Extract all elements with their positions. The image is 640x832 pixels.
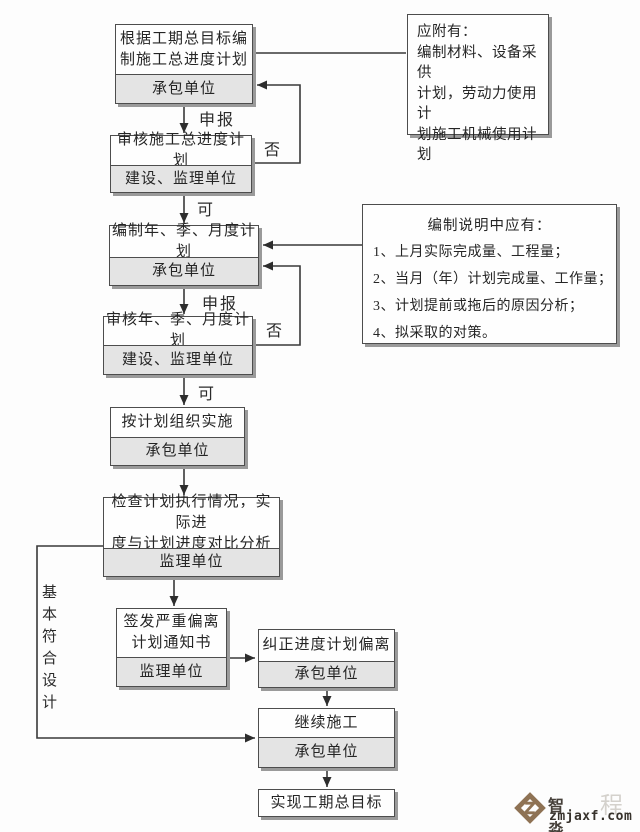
step-title: 检查计划执行情况，实际进 度与计划进度对比分析 bbox=[111, 493, 272, 552]
edge-label-declare-2: 申报 bbox=[202, 296, 239, 313]
arrow-branch-b9 bbox=[36, 545, 255, 743]
step-title: 审核年、季、月度计划 bbox=[105, 312, 250, 349]
step-title: 编制年、季、月度计划 bbox=[111, 222, 256, 260]
edge-label-no-1: 否 bbox=[264, 142, 283, 159]
note-item: 2、当月（年）计划完成量、工作量； bbox=[373, 272, 613, 287]
edge-label-no-2: 否 bbox=[266, 323, 285, 340]
step-actor: 监理单位 bbox=[117, 657, 226, 686]
flow-step-compile-master-schedule: 根据工期总目标编 制施工总进度计划 承包单位 bbox=[115, 24, 253, 104]
step-actor: 承包单位 bbox=[116, 74, 252, 103]
edge-label-ok-2: 可 bbox=[198, 386, 217, 403]
note-attachments: 应附有： 编制材料、设备采供 计划，劳动力使用计 划施工机械使用计 划 bbox=[407, 14, 549, 163]
watermark-brand-text: 智淼消防 bbox=[548, 798, 566, 832]
edge-label-ok-1: 可 bbox=[197, 202, 216, 219]
note-title: 编制说明中应有： bbox=[427, 218, 552, 234]
step-actor: 建设、监理单位 bbox=[111, 165, 251, 192]
step-actor: 承包单位 bbox=[111, 437, 244, 465]
flow-step-issue-deviation-notice: 签发严重偏离 计划通知书 监理单位 bbox=[116, 608, 227, 687]
flow-step-compile-periodic-plans: 编制年、季、月度计划 承包单位 bbox=[109, 222, 259, 286]
step-title: 根据工期总目标编 制施工总进度计划 bbox=[119, 30, 248, 68]
watermark-ghost-text: 程 bbox=[600, 793, 623, 818]
flow-step-achieve-overall-goal: 实现工期总目标 bbox=[258, 789, 395, 817]
step-actor: 承包单位 bbox=[259, 737, 394, 767]
flow-step-correct-schedule-deviation: 纠正进度计划偏离 承包单位 bbox=[258, 629, 395, 688]
arrow-no-feedback-2 bbox=[252, 261, 301, 346]
edge-label-declare-1: 申报 bbox=[199, 112, 236, 129]
step-title: 纠正进度计划偏离 bbox=[262, 637, 391, 653]
step-actor: 建设、监理单位 bbox=[104, 345, 252, 374]
step-title: 继续施工 bbox=[294, 714, 359, 731]
step-title: 实现工期总目标 bbox=[270, 794, 383, 811]
watermark-domain-text: zmjaxf.com bbox=[549, 809, 633, 824]
note-item: 1、上月实际完成量、工程量； bbox=[373, 245, 569, 260]
step-actor: 承包单位 bbox=[259, 661, 394, 687]
step-title: 按计划组织实施 bbox=[121, 414, 234, 430]
note-compilation-notes: 编制说明中应有： 1、上月实际完成量、工程量； 2、当月（年）计划完成量、工作量… bbox=[362, 204, 617, 344]
note-item-list: 1、上月实际完成量、工程量； 2、当月（年）计划完成量、工作量； 3、计划提前或… bbox=[363, 236, 616, 347]
edge-label-basically-conforms-design: 基本符合设计 bbox=[40, 584, 56, 716]
flow-step-continue-construction: 继续施工 承包单位 bbox=[258, 708, 395, 768]
step-title: 签发严重偏离 计划通知书 bbox=[123, 614, 220, 651]
step-actor: 监理单位 bbox=[104, 548, 279, 576]
arrow-no-feedback-1 bbox=[252, 80, 301, 164]
flow-step-review-periodic-plans: 审核年、季、月度计划 建设、监理单位 bbox=[103, 312, 253, 375]
step-actor: 承包单位 bbox=[110, 257, 258, 285]
note-item: 3、计划提前或拖后的原因分析； bbox=[373, 299, 584, 314]
flow-step-implement-per-plan: 按计划组织实施 承包单位 bbox=[110, 407, 245, 466]
flow-step-review-master-schedule: 审核施工总进度计划 建设、监理单位 bbox=[110, 131, 252, 193]
step-title: 审核施工总进度计划 bbox=[116, 131, 245, 169]
flow-step-check-plan-execution: 检查计划执行情况，实际进 度与计划进度对比分析 监理单位 bbox=[103, 493, 280, 577]
watermark-logo-icon bbox=[514, 792, 546, 824]
note-item: 4、拟采取的对策。 bbox=[373, 326, 497, 341]
